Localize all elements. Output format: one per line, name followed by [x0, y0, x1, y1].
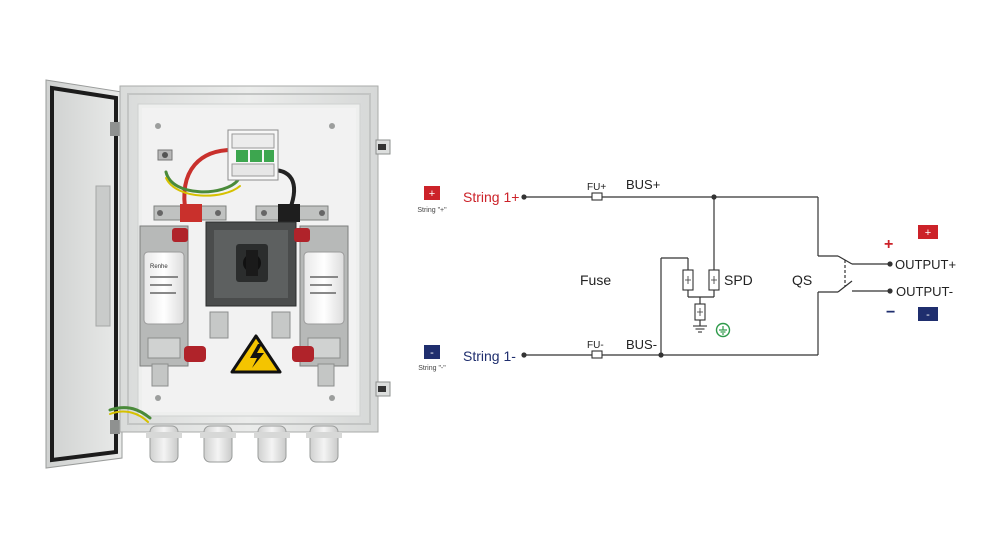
mounting-screw — [155, 395, 161, 401]
string-positive-caption: String "+" — [417, 207, 447, 214]
string-positive-label: String 1+ — [463, 189, 519, 205]
cable-gland — [257, 425, 287, 463]
output-positive-sign: + — [884, 236, 893, 253]
schematic-wires — [524, 196, 890, 356]
terminal-dot — [521, 352, 527, 358]
output-negative-badge: - — [918, 307, 938, 321]
cable-glands — [146, 425, 342, 463]
mounting-screw — [155, 123, 161, 129]
mounting-screw — [329, 395, 335, 401]
terminal-caps — [172, 228, 314, 362]
high-voltage-warning-icon — [230, 334, 282, 374]
fuse-brand-text: Renhe — [150, 264, 168, 270]
combiner-box-photo: Renhe — [45, 79, 391, 469]
svg-text:-: - — [926, 309, 930, 321]
fuse-negative-label: FU- — [587, 340, 604, 351]
junction-dot — [658, 352, 664, 358]
string-positive-badge: + — [424, 186, 440, 200]
terminal-dot — [887, 288, 893, 294]
spd-symbol — [682, 269, 720, 321]
fuse-symbol-negative — [591, 350, 603, 359]
junction-dots — [521, 194, 893, 358]
internal-wiring — [108, 147, 297, 423]
fuse-positive-label: FU+ — [587, 182, 606, 193]
busbar-top — [153, 204, 329, 222]
cable-gland — [309, 425, 339, 463]
cable-gland — [203, 425, 233, 463]
dc-isolator-switch — [205, 221, 297, 339]
bus-positive-label: BUS+ — [626, 177, 660, 192]
bus-negative-label: BUS- — [626, 337, 657, 352]
cable-gland — [149, 425, 179, 463]
wiring-schematic: + String "+" String 1+ - String "-" Stri… — [417, 177, 956, 372]
output-positive-label: OUTPUT+ — [895, 257, 956, 272]
string-negative-badge: - — [424, 345, 440, 359]
cabinet-door — [45, 79, 123, 469]
earth-ground-icon — [693, 325, 707, 333]
switch-qs-label: QS — [792, 272, 812, 288]
ground-terminal — [157, 149, 173, 161]
mounting-screw — [329, 123, 335, 129]
terminal-dot — [521, 194, 527, 200]
terminal-dot — [887, 261, 893, 267]
string-negative-label: String 1- — [463, 348, 516, 364]
protective-earth-icon — [715, 322, 731, 338]
svg-text:+: + — [925, 227, 931, 239]
string-negative-caption: String "-" — [418, 365, 446, 372]
door-hinge — [110, 420, 120, 434]
fuse-holder-right — [299, 225, 349, 387]
fuse-label: Fuse — [580, 272, 611, 288]
spd-label: SPD — [724, 272, 753, 288]
svg-text:+: + — [429, 188, 435, 200]
fuse-symbol-positive — [591, 192, 603, 201]
output-negative-sign: − — [886, 304, 895, 321]
svg-text:-: - — [430, 347, 434, 359]
spd-module — [227, 129, 279, 181]
junction-dot — [711, 194, 717, 200]
output-negative-label: OUTPUT- — [896, 284, 953, 299]
output-positive-badge: + — [918, 225, 938, 239]
fuse-holder-left: Renhe — [139, 225, 189, 387]
door-hinge — [110, 122, 120, 136]
